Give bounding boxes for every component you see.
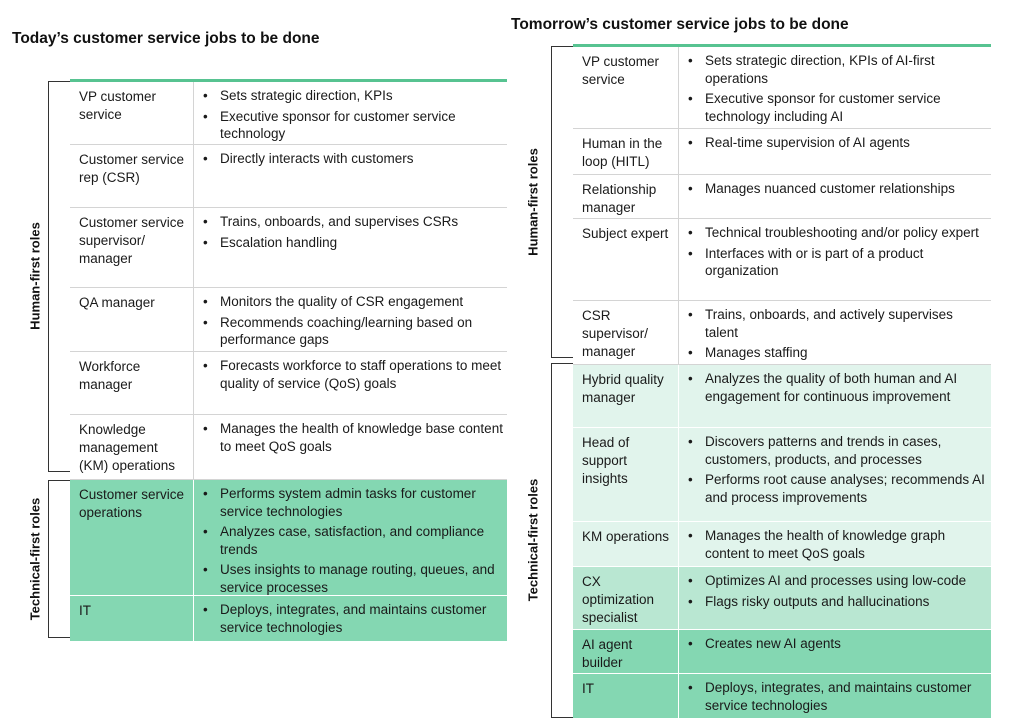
table-row: KM operations Manages the health of know… [573,522,991,567]
duty-list: Creates new AI agents [679,630,991,673]
table-row: CX optimization specialist Optimizes AI … [573,567,991,630]
duty-item: Directly interacts with customers [202,150,503,168]
role-name: KM operations [573,522,679,566]
duty-item: Executive sponsor for customer service t… [202,108,503,143]
role-name: Workforce manager [70,352,194,414]
duty-item: Optimizes AI and processes using low-cod… [687,572,987,590]
duty-item: Sets strategic direction, KPIs [202,87,503,105]
role-name: VP customer service [573,47,679,128]
right-human-bracket [551,46,573,358]
role-name: Head of support insights [573,428,679,521]
duty-item: Interfaces with or is part of a product … [687,245,987,280]
table-row: VP customer service Sets strategic direc… [573,47,991,129]
role-name: Knowledge management (KM) operations [70,415,194,479]
duty-item: Manages nuanced customer relationships [687,180,987,198]
role-name: Human in the loop (HITL) [573,129,679,174]
role-name: Customer service operations [70,480,194,595]
role-name: Subject expert [573,219,679,300]
duty-item: Real-time supervision of AI agents [687,134,987,152]
duty-item: Technical troubleshooting and/or policy … [687,224,987,242]
role-name: Relationship manager [573,175,679,218]
duty-item: Discovers patterns and trends in cases, … [687,433,987,468]
duty-item: Analyzes the quality of both human and A… [687,370,987,405]
duty-item: Analyzes case, satisfaction, and complia… [202,523,503,558]
role-name: QA manager [70,288,194,351]
duty-list: Trains, onboards, and supervises CSRs Es… [194,208,507,287]
duty-item: Manages the health of knowledge base con… [202,420,503,455]
table-row: Customer service operations Performs sys… [70,480,507,596]
role-name: Customer service rep (CSR) [70,145,194,207]
table-row: VP customer service Sets strategic direc… [70,82,507,145]
duty-item: Performs system admin tasks for customer… [202,485,503,520]
right-human-label: Human-first roles [525,148,541,256]
duty-item: Manages the health of knowledge graph co… [687,527,987,562]
table-row: Workforce manager Forecasts workforce to… [70,352,507,415]
duty-list: Manages nuanced customer relationships [679,175,991,218]
duty-list: Technical troubleshooting and/or policy … [679,219,991,300]
table-row: AI agent builder Creates new AI agents [573,630,991,674]
duty-item: Monitors the quality of CSR engagement [202,293,503,311]
role-name: IT [573,674,679,718]
table-row: CSR supervisor/ manager Trains, onboards… [573,301,991,365]
duty-list: Directly interacts with customers [194,145,507,207]
duty-list: Deploys, integrates, and maintains custo… [194,596,507,641]
right-roles-table: VP customer service Sets strategic direc… [573,44,991,719]
duty-list: Analyzes the quality of both human and A… [679,365,991,427]
role-name: VP customer service [70,82,194,144]
duty-list: Monitors the quality of CSR engagement R… [194,288,507,351]
duty-item: Deploys, integrates, and maintains custo… [687,679,987,714]
duty-item: Recommends coaching/learning based on pe… [202,314,503,349]
duty-list: Performs system admin tasks for customer… [194,480,507,595]
duty-item: Escalation handling [202,234,503,252]
left-panel-title: Today’s customer service jobs to be done [12,30,320,47]
duty-list: Trains, onboards, and actively supervise… [679,301,991,364]
table-row: IT Deploys, integrates, and maintains cu… [70,596,507,642]
duty-item: Uses insights to manage routing, queues,… [202,561,503,596]
left-technical-label: Technical-first roles [27,497,43,621]
duty-item: Forecasts workforce to staff operations … [202,357,503,392]
role-name: CSR supervisor/ manager [573,301,679,364]
role-name: Customer service supervisor/ manager [70,208,194,287]
table-row: Knowledge management (KM) operations Man… [70,415,507,480]
duty-item: Performs root cause analyses; recommends… [687,471,987,506]
right-technical-label: Technical-first roles [525,478,541,602]
role-name: Hybrid quality manager [573,365,679,427]
table-row: Head of support insights Discovers patte… [573,428,991,522]
duty-item: Flags risky outputs and hallucinations [687,593,987,611]
duty-list: Discovers patterns and trends in cases, … [679,428,991,521]
duty-item: Executive sponsor for customer service t… [687,90,987,125]
duty-item: Creates new AI agents [687,635,987,653]
right-panel-title: Tomorrow’s customer service jobs to be d… [511,16,849,33]
duty-list: Forecasts workforce to staff operations … [194,352,507,414]
duty-list: Real-time supervision of AI agents [679,129,991,174]
table-row: Human in the loop (HITL) Real-time super… [573,129,991,175]
duty-item: Trains, onboards, and supervises CSRs [202,213,503,231]
duty-item: Manages staffing [687,344,987,362]
table-row: Relationship manager Manages nuanced cus… [573,175,991,219]
duty-list: Sets strategic direction, KPIs Executive… [194,82,507,144]
duty-list: Optimizes AI and processes using low-cod… [679,567,991,629]
left-roles-table: VP customer service Sets strategic direc… [70,79,507,642]
table-row: IT Deploys, integrates, and maintains cu… [573,674,991,719]
table-row: QA manager Monitors the quality of CSR e… [70,288,507,352]
role-name: CX optimization specialist [573,567,679,629]
duty-list: Manages the health of knowledge graph co… [679,522,991,566]
duty-item: Deploys, integrates, and maintains custo… [202,601,503,636]
duty-list: Manages the health of knowledge base con… [194,415,507,479]
duty-item: Sets strategic direction, KPIs of AI-fir… [687,52,987,87]
duty-item: Trains, onboards, and actively supervise… [687,306,987,341]
table-row: Customer service supervisor/ manager Tra… [70,208,507,288]
table-row: Hybrid quality manager Analyzes the qual… [573,365,991,428]
duty-list: Deploys, integrates, and maintains custo… [679,674,991,718]
table-row: Subject expert Technical troubleshooting… [573,219,991,301]
left-human-bracket [48,81,70,472]
left-technical-bracket [48,480,70,638]
table-row: Customer service rep (CSR) Directly inte… [70,145,507,208]
role-name: AI agent builder [573,630,679,673]
left-human-label: Human-first roles [27,222,43,330]
right-technical-bracket [551,363,573,718]
role-name: IT [70,596,194,641]
duty-list: Sets strategic direction, KPIs of AI-fir… [679,47,991,128]
